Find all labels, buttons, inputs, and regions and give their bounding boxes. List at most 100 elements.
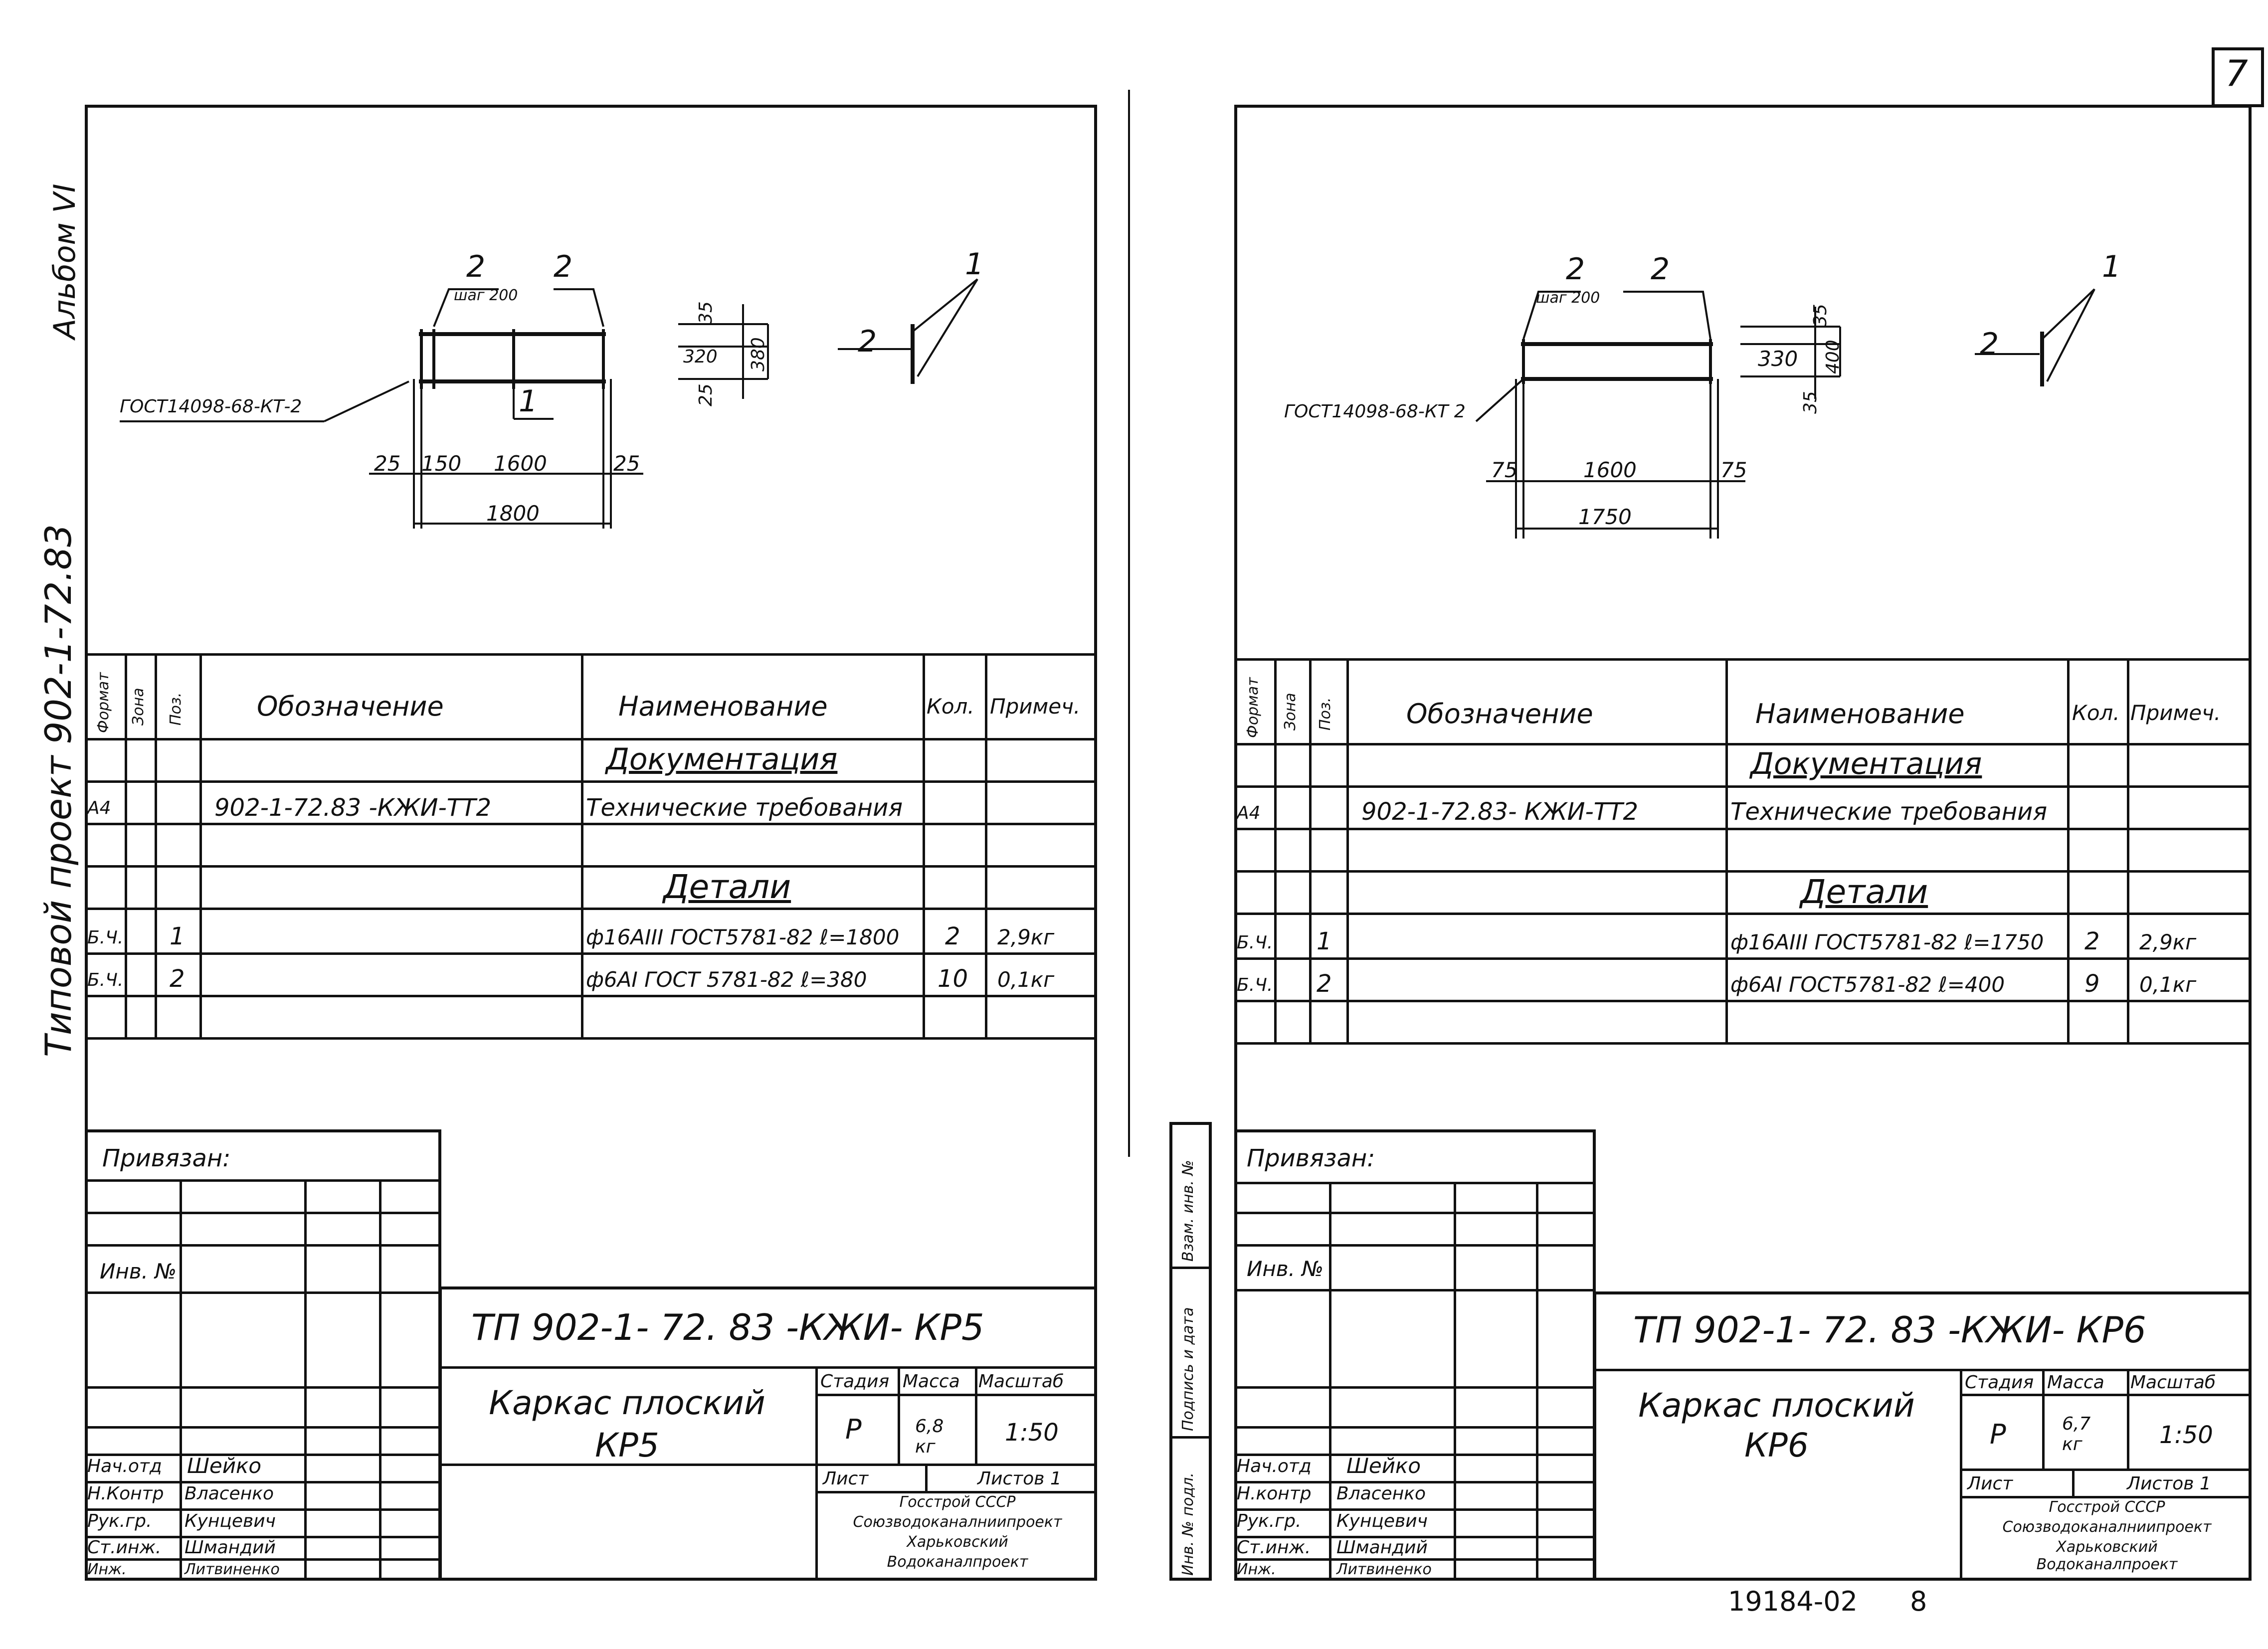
- left-row0-name: ф16АIII ГОСТ5781-82 ℓ=1800: [586, 925, 900, 949]
- right-sheet: Лист: [1967, 1473, 2013, 1494]
- left-dim-total: 1800: [486, 501, 540, 526]
- left-title-1: Каркас плоский: [489, 1384, 765, 1422]
- right-row1-format: Б.Ч.: [1237, 975, 1273, 995]
- left-title-block: [439, 1286, 1097, 1581]
- left-dim-mid: 320: [683, 347, 718, 367]
- right-title-block: [1593, 1291, 2252, 1581]
- side-stamp-strip: [1169, 1122, 1212, 1581]
- left-role-0: Нач.отд: [87, 1456, 162, 1476]
- right-scale: 1:50: [2159, 1421, 2213, 1449]
- left-pos-e: 1: [965, 247, 984, 282]
- right-doc-format: А4: [1237, 803, 1261, 823]
- right-role-2: Рук.гр.: [1237, 1511, 1302, 1531]
- left-row1-qty: 10: [938, 965, 968, 993]
- left-mass-h: Масса: [903, 1371, 960, 1392]
- right-row0-qty: 2: [2084, 927, 2100, 955]
- right-role-4: Инж.: [1237, 1561, 1276, 1578]
- left-th-name: Наименование: [618, 691, 828, 722]
- right-role-3: Ст.инж.: [1237, 1537, 1311, 1558]
- right-row0-pos: 1: [1317, 927, 1332, 955]
- right-person-0: Шейко: [1346, 1454, 1421, 1478]
- left-sheet: Лист: [823, 1468, 869, 1489]
- right-person-1: Власенко: [1336, 1483, 1426, 1504]
- left-org-4: Водоканалпроект: [887, 1553, 1028, 1571]
- right-pos-a: 2: [1566, 252, 1585, 287]
- right-role-0: Нач.отд: [1237, 1456, 1312, 1476]
- left-sheets: Листов 1: [977, 1468, 1062, 1489]
- left-person-4: Литвиненко: [185, 1561, 280, 1578]
- left-role-2: Рук.гр.: [87, 1511, 152, 1531]
- left-person-2: Кунцевич: [185, 1511, 276, 1531]
- left-role-1: Н.Контр: [87, 1483, 164, 1504]
- left-th-note: Примеч.: [990, 694, 1081, 719]
- right-org-2: Союзводоканалниипроект: [2002, 1518, 2212, 1536]
- left-person-0: Шейко: [187, 1454, 262, 1478]
- left-attached-label: Привязан:: [102, 1144, 231, 1172]
- right-row1-qty: 9: [2084, 970, 2100, 998]
- right-mass: 6,7 кг: [2062, 1414, 2091, 1455]
- left-weld-label: ГОСТ14098-68-КТ-2: [120, 396, 302, 417]
- right-dim-left: 75: [1491, 458, 1518, 482]
- right-title-code: ТП 902-1- 72. 83 -КЖИ- КР6: [1633, 1309, 2146, 1351]
- left-th-designation: Обозначение: [257, 691, 444, 722]
- right-row0-format: Б.Ч.: [1237, 932, 1273, 953]
- right-section-docs: Документация: [1750, 746, 1982, 781]
- right-th-designation: Обозначение: [1406, 698, 1593, 730]
- right-person-4: Литвиненко: [1336, 1561, 1432, 1578]
- left-org-3: Харьковский: [907, 1533, 1008, 1551]
- right-spacing-label: шаг 200: [1536, 289, 1600, 307]
- right-dim-right: 75: [1720, 458, 1747, 482]
- left-spacing-label: шаг 200: [454, 287, 518, 304]
- left-scale: 1:50: [1005, 1419, 1059, 1447]
- left-inv-label: Инв. №: [100, 1259, 177, 1283]
- right-row1-name: ф6АI ГОСТ5781-82 ℓ=400: [1730, 972, 2005, 997]
- left-dim-left: 25: [374, 451, 401, 476]
- right-role-1: Н.контр: [1237, 1483, 1312, 1504]
- right-dim-mid: 330: [1758, 347, 1798, 371]
- right-org-3: Харьковский: [2056, 1538, 2158, 1556]
- left-stage: Р: [845, 1414, 862, 1445]
- left-title-code: ТП 902-1- 72. 83 -КЖИ- КР5: [471, 1306, 984, 1348]
- left-dim-right: 25: [613, 451, 640, 476]
- right-pos-c: 1: [2102, 249, 2121, 284]
- left-row0-note: 2,9кг: [997, 925, 1055, 949]
- right-dim-total-h: 400: [1823, 340, 1843, 374]
- left-row1-note: 0,1кг: [997, 967, 1055, 992]
- right-dim-total: 1750: [1578, 505, 1632, 529]
- left-doc-designation: 902-1-72.83 -КЖИ-ТТ2: [214, 794, 491, 822]
- right-weld-label: ГОСТ14098-68-КТ 2: [1284, 401, 1466, 422]
- left-title-2: КР5: [595, 1426, 659, 1465]
- left-row1-name: ф6АI ГОСТ 5781-82 ℓ=380: [586, 967, 867, 992]
- right-row1-pos: 2: [1317, 970, 1332, 998]
- right-mass-h: Масса: [2047, 1372, 2104, 1393]
- left-row0-qty: 2: [945, 922, 960, 950]
- left-row0-format: Б.Ч.: [87, 927, 124, 948]
- right-person-3: Шмандий: [1336, 1537, 1428, 1558]
- right-pos-b: 2: [1651, 252, 1670, 287]
- left-scale-h: Масштаб: [978, 1371, 1064, 1392]
- left-pos-b: 2: [554, 249, 573, 284]
- left-pos-d: 2: [858, 324, 877, 359]
- right-row1-note: 0,1кг: [2139, 972, 2197, 997]
- right-person-2: Кунцевич: [1336, 1511, 1428, 1531]
- left-doc-format: А4: [87, 798, 111, 818]
- right-attached-label: Привязан:: [1247, 1144, 1375, 1172]
- right-title-1: Каркас плоский: [1638, 1386, 1915, 1425]
- right-th-note: Примеч.: [2130, 701, 2221, 725]
- right-scale-h: Масштаб: [2130, 1372, 2216, 1393]
- left-th-qty: Кол.: [927, 694, 974, 719]
- right-org-1: Госстрой СССР: [2049, 1498, 2165, 1516]
- right-row0-name: ф16АIII ГОСТ5781-82 ℓ=1750: [1730, 930, 2044, 954]
- right-row0-note: 2,9кг: [2139, 930, 2197, 954]
- left-role-3: Ст.инж.: [87, 1537, 162, 1558]
- right-dim-bot: 35: [1800, 391, 1821, 414]
- left-org-2: Союзводоканалниипроект: [853, 1513, 1062, 1531]
- left-dim-left2: 150: [421, 451, 462, 476]
- left-person-1: Власенко: [185, 1483, 274, 1504]
- left-doc-name: Технические требования: [586, 794, 903, 822]
- right-th-pos: Поз.: [1317, 697, 1334, 731]
- left-pos-c: 1: [519, 384, 538, 419]
- right-sheets: Листов 1: [2127, 1473, 2211, 1494]
- right-th-name: Наименование: [1755, 698, 1965, 730]
- left-pos-a: 2: [466, 249, 486, 284]
